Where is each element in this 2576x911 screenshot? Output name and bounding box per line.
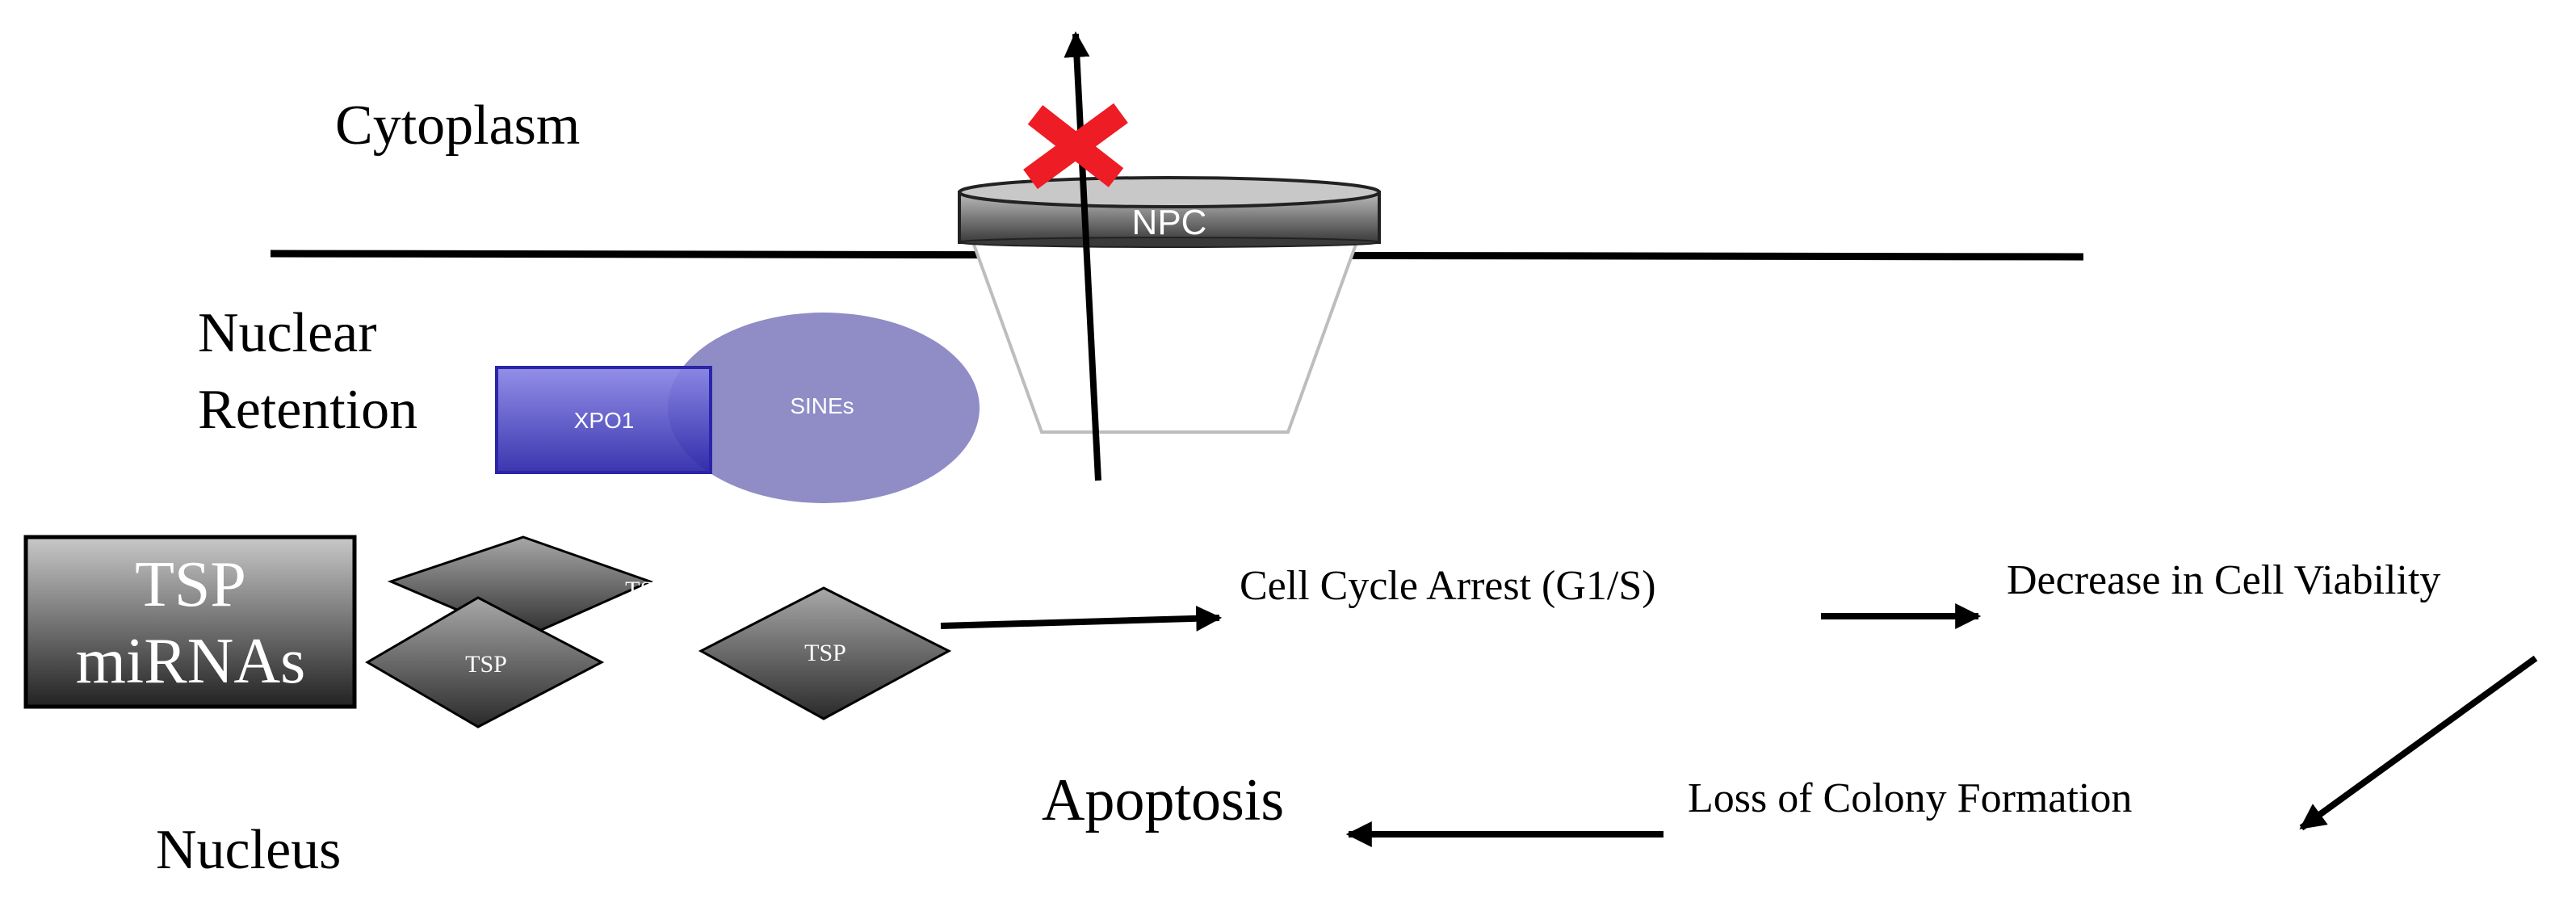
npc-label: NPC bbox=[1132, 203, 1207, 242]
tsp-diamond: TSP bbox=[365, 596, 605, 728]
tsp-mirnas-box bbox=[23, 535, 357, 709]
colony-formation-label: Loss of Colony Formation bbox=[1688, 775, 2132, 821]
sines-ellipse bbox=[668, 313, 980, 503]
export-arrow bbox=[1064, 31, 1101, 481]
xpo1-label: XPO1 bbox=[574, 408, 635, 433]
nuclear-retention-label-line1: Nuclear bbox=[198, 302, 377, 364]
arrow-to-cell-cycle-arrest bbox=[940, 605, 1223, 632]
tsp-diamond-label: TSP bbox=[804, 640, 846, 666]
cell-viability-label: Decrease in Cell Viability bbox=[2007, 557, 2440, 603]
cell-cycle-arrest-label: Cell Cycle Arrest (G1/S) bbox=[1240, 563, 1656, 609]
sines-label: SINEs bbox=[790, 393, 854, 418]
arrow-to-colony-formation bbox=[2299, 655, 2538, 831]
xpo1-box bbox=[495, 366, 712, 474]
tsp-diamond-label: TSP bbox=[625, 577, 667, 603]
nucleus-label: Nucleus bbox=[156, 819, 341, 881]
apoptosis-label: Apoptosis bbox=[1042, 767, 1284, 833]
tsp-mirnas-label-line2: miRNAs bbox=[76, 626, 306, 697]
cytoplasm-label: Cytoplasm bbox=[335, 94, 580, 157]
tsp-mirnas-label-line1: TSP bbox=[135, 549, 246, 620]
tsp-diamond-label: TSP bbox=[465, 651, 507, 678]
blocked-export-mark bbox=[1023, 103, 1128, 190]
tsp-diamond: TSP bbox=[698, 586, 952, 720]
npc-channel bbox=[971, 241, 1359, 434]
nuclear-retention-label-line2: Retention bbox=[198, 379, 417, 441]
npc-disc: NPC bbox=[958, 176, 1381, 248]
